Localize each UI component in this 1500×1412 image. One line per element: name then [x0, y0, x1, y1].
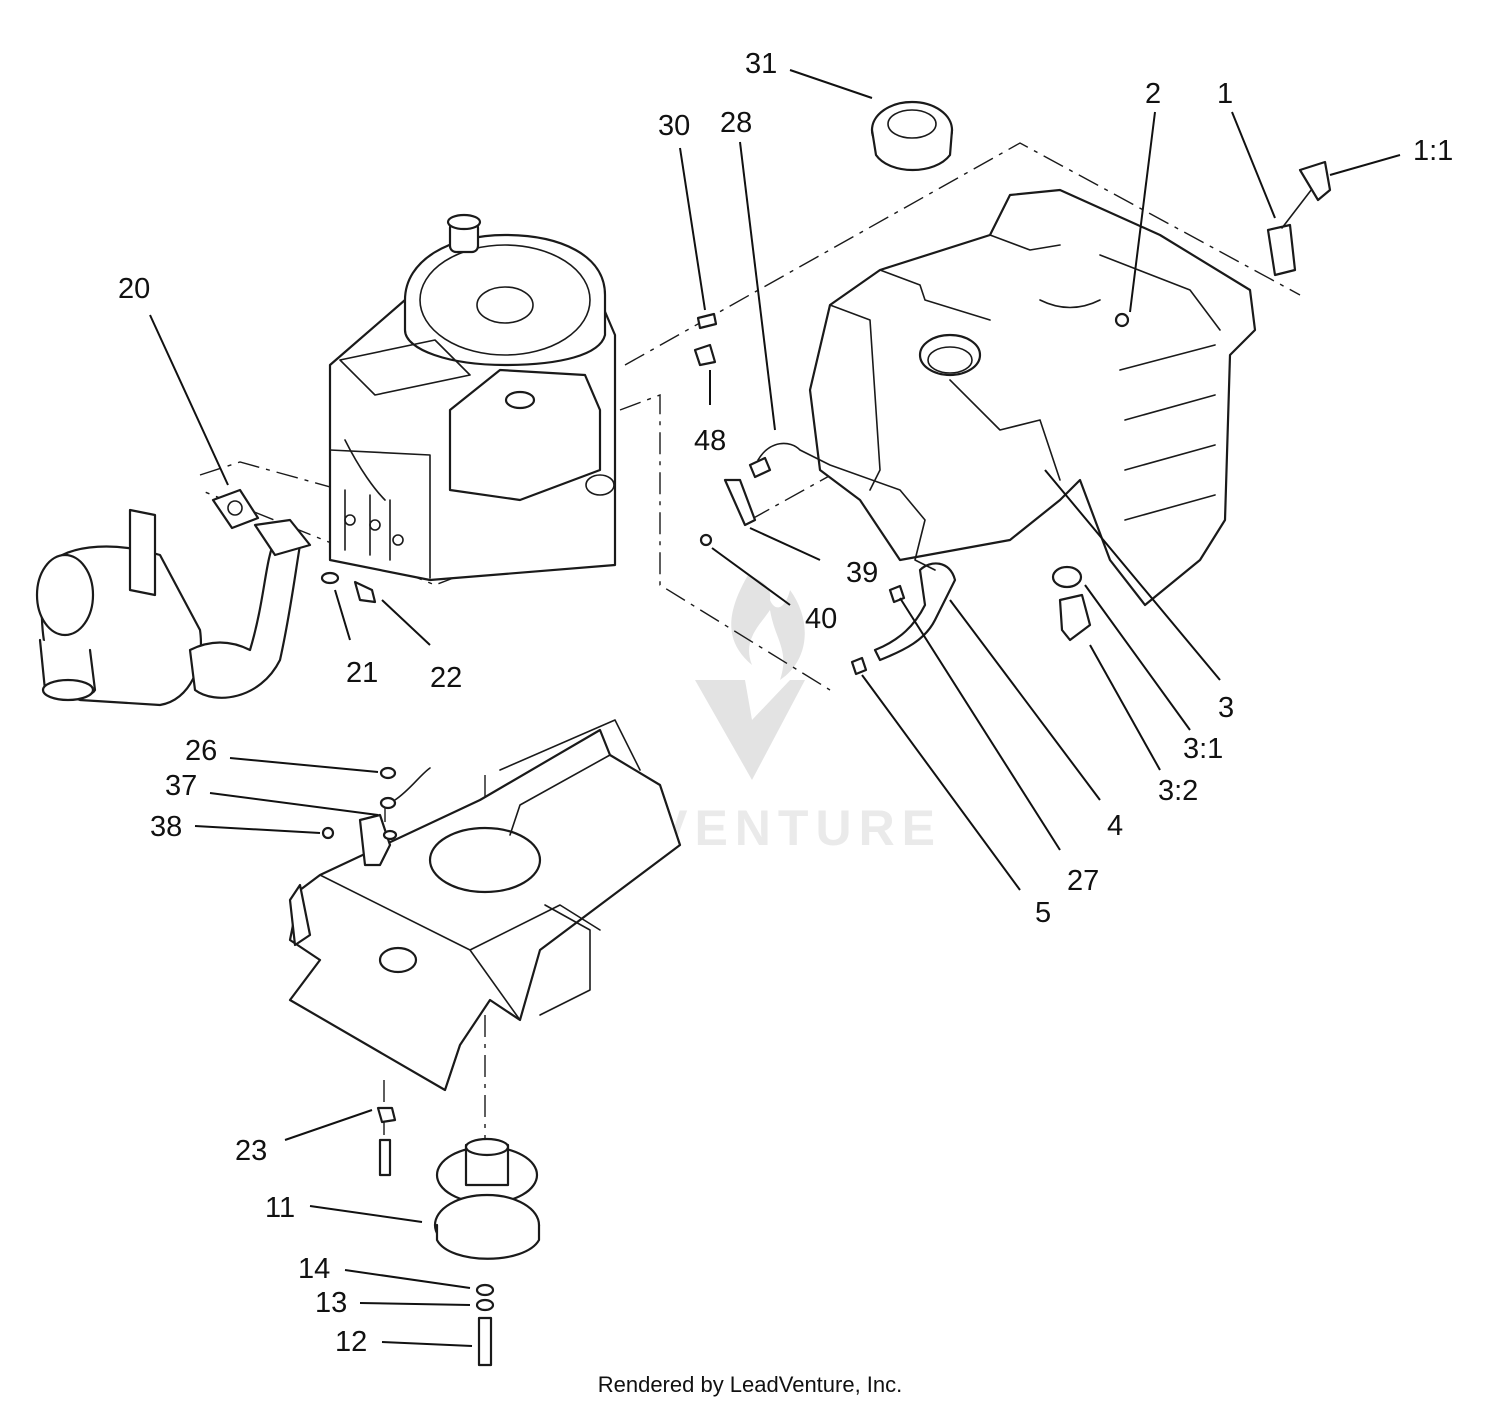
small-fasteners — [693, 312, 1130, 547]
frame — [288, 719, 682, 1092]
fuel-cap — [870, 100, 954, 172]
muffler — [35, 508, 312, 707]
fuel-line — [873, 562, 957, 662]
ground-bracket — [321, 766, 431, 867]
callout-3-2: 3:2 — [1158, 775, 1198, 807]
callout-39: 39 — [846, 557, 878, 589]
fuel-tank — [808, 188, 1257, 607]
bolt-22 — [353, 580, 377, 604]
exhaust-gasket — [211, 488, 260, 530]
callout-13: 13 — [315, 1287, 347, 1319]
throttle-control — [1266, 160, 1332, 277]
callout-21: 21 — [346, 657, 378, 689]
callout-1-1: 1:1 — [1413, 135, 1453, 167]
render-credit: Rendered by LeadVenture, Inc. — [597, 1372, 903, 1397]
pulley-hardware — [376, 1106, 495, 1367]
hose-clamp — [850, 584, 906, 676]
callout-14: 14 — [298, 1253, 330, 1285]
callout-31: 31 — [745, 48, 777, 80]
callout-23: 23 — [235, 1135, 267, 1167]
callout-2: 2 — [1145, 78, 1161, 110]
callout-38: 38 — [150, 811, 182, 843]
callout-12: 12 — [335, 1326, 367, 1358]
callout-30: 30 — [658, 110, 690, 142]
control-cable — [748, 442, 936, 571]
callout-37: 37 — [165, 770, 197, 802]
shutoff-valve — [1051, 565, 1092, 642]
callout-27: 27 — [1067, 865, 1099, 897]
callout-3-1: 3:1 — [1183, 733, 1223, 765]
cable-bracket — [723, 478, 757, 527]
callout-48: 48 — [694, 425, 726, 457]
callout-4: 4 — [1107, 810, 1123, 842]
callouts: 31 2 1 1:1 30 28 20 48 39 40 21 22 3 3:1… — [118, 48, 1453, 1358]
callout-22: 22 — [430, 662, 462, 694]
callout-11: 11 — [265, 1192, 295, 1224]
callout-20: 20 — [118, 273, 150, 305]
callout-3: 3 — [1218, 692, 1234, 724]
callout-40: 40 — [805, 603, 837, 635]
callout-28: 28 — [720, 107, 752, 139]
callout-5: 5 — [1035, 897, 1051, 929]
engine — [328, 213, 617, 582]
callout-26: 26 — [185, 735, 217, 767]
callout-1: 1 — [1217, 78, 1233, 110]
washer-21 — [320, 571, 340, 585]
leader-lines — [149, 69, 1401, 1347]
pulley — [433, 1137, 541, 1260]
